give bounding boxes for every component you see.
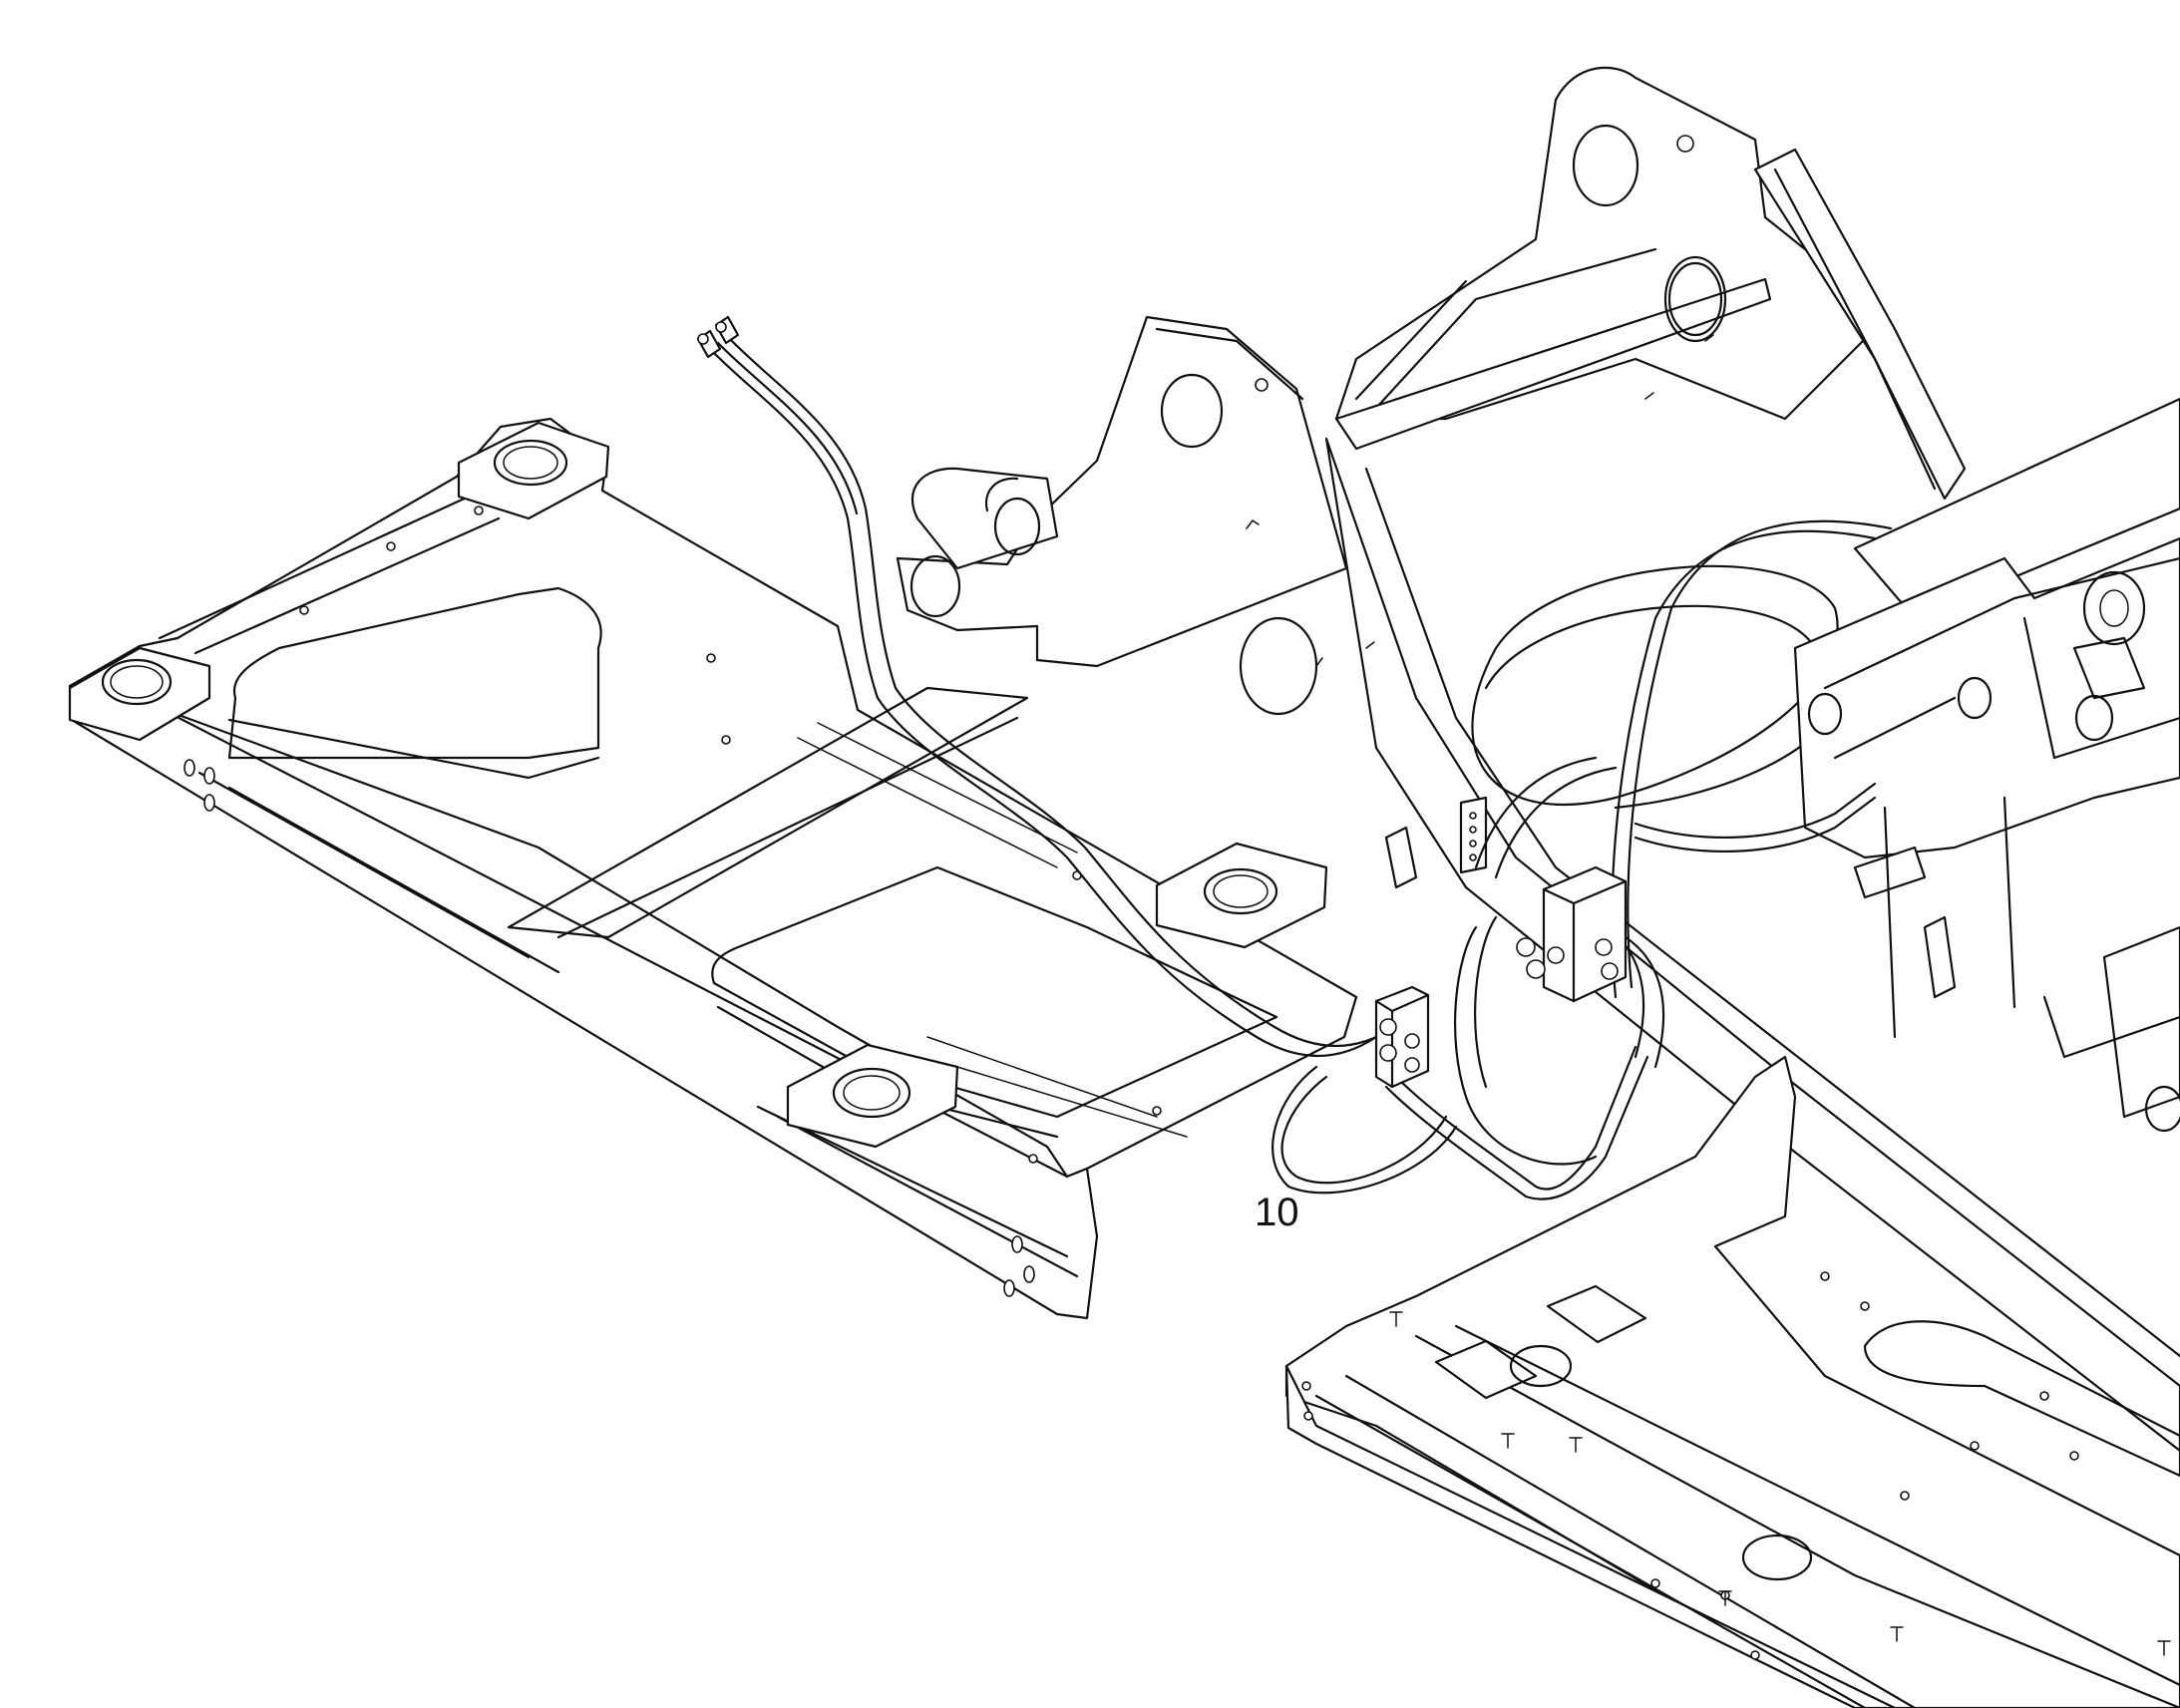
callout-label-10: 10	[1255, 1191, 1299, 1234]
upper-structure-assembly	[1793, 397, 2180, 1133]
hydraulic-hoses	[696, 315, 1893, 1200]
valve-blocks	[1374, 865, 1628, 1089]
left-outrigger-frame	[68, 417, 1358, 1320]
lower-carrier-frame	[1284, 1055, 2180, 1708]
boom-foot-mast	[896, 66, 2180, 1453]
